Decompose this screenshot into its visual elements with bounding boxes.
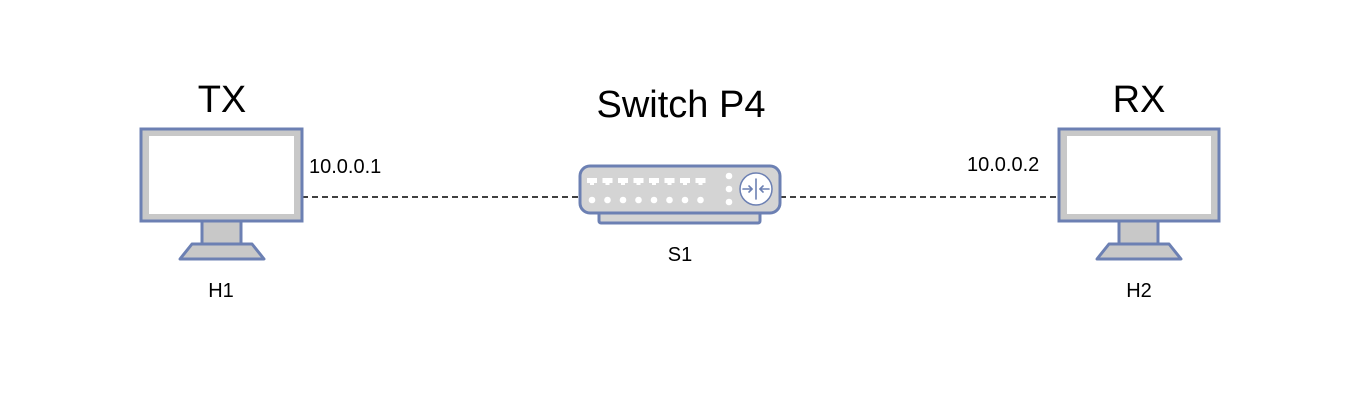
tx-title: TX bbox=[197, 79, 247, 121]
switch-ports bbox=[587, 172, 733, 206]
switch-port-icon bbox=[695, 178, 706, 185]
switch-led-icon bbox=[588, 196, 596, 204]
switch-port-icon bbox=[618, 178, 628, 185]
switch-led-icon bbox=[666, 196, 673, 204]
switch-status-led-icon bbox=[725, 172, 733, 180]
switch-led-icon bbox=[619, 196, 627, 204]
switch-led-icon bbox=[650, 196, 658, 204]
switch-port-icon bbox=[680, 178, 690, 185]
switch-title: Switch P4 bbox=[596, 84, 766, 126]
switch-s1-switch-icon bbox=[578, 164, 782, 225]
h1-host-name: H1 bbox=[208, 280, 234, 302]
host-h1-monitor-icon bbox=[139, 127, 304, 261]
switch-port-icon bbox=[602, 178, 613, 185]
switch-led-icon bbox=[681, 196, 689, 204]
switch-port-icon bbox=[664, 178, 675, 185]
switch-port-icon bbox=[649, 178, 659, 185]
h2-host-name: H2 bbox=[1126, 280, 1152, 302]
switch-port-icon bbox=[587, 178, 597, 185]
h2-ip-address: 10.0.0.2 bbox=[967, 154, 1040, 176]
h1-ip-address: 10.0.0.1 bbox=[309, 156, 382, 178]
switch-port-icon bbox=[633, 178, 644, 185]
switch-led-icon bbox=[604, 196, 611, 204]
switch-led-icon bbox=[697, 196, 704, 204]
host-h2-monitor-icon bbox=[1057, 127, 1221, 261]
switch-status-led-icon bbox=[725, 185, 733, 193]
s1-switch-name: S1 bbox=[667, 244, 693, 266]
rx-title: RX bbox=[1112, 79, 1166, 121]
switch-arrows-icon bbox=[742, 178, 770, 200]
switch-led-icon bbox=[635, 196, 642, 204]
switch-status-led-icon bbox=[725, 198, 733, 206]
